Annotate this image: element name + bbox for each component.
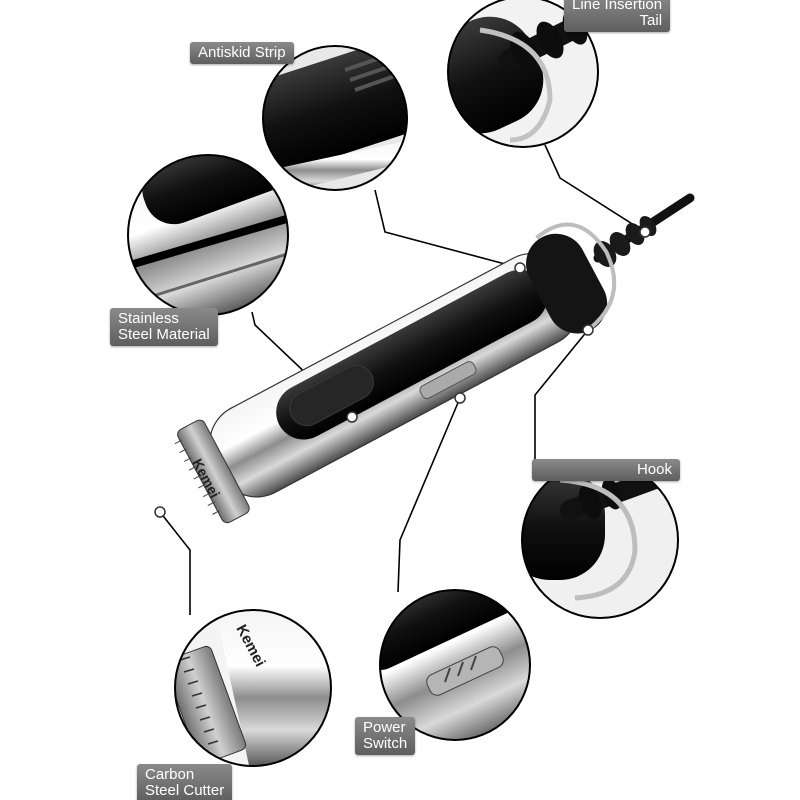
callout-dots (154, 226, 651, 518)
zoom-carbon-steel-cutter (174, 609, 332, 767)
label-power-switch: Power Switch (355, 717, 416, 755)
clipper-body (174, 222, 617, 524)
label-antiskid-strip: Antiskid Strip (190, 42, 294, 64)
zoom-antiskid (262, 45, 408, 191)
label-stainless-steel-material: Stainless Steel Material (110, 308, 218, 346)
label-carbon-steel-cutter: Carbon Steel Cutter (137, 764, 233, 800)
label-line-insertion-tail: Line Insertion Tail (564, 0, 671, 32)
label-hook: Hook (532, 459, 680, 481)
